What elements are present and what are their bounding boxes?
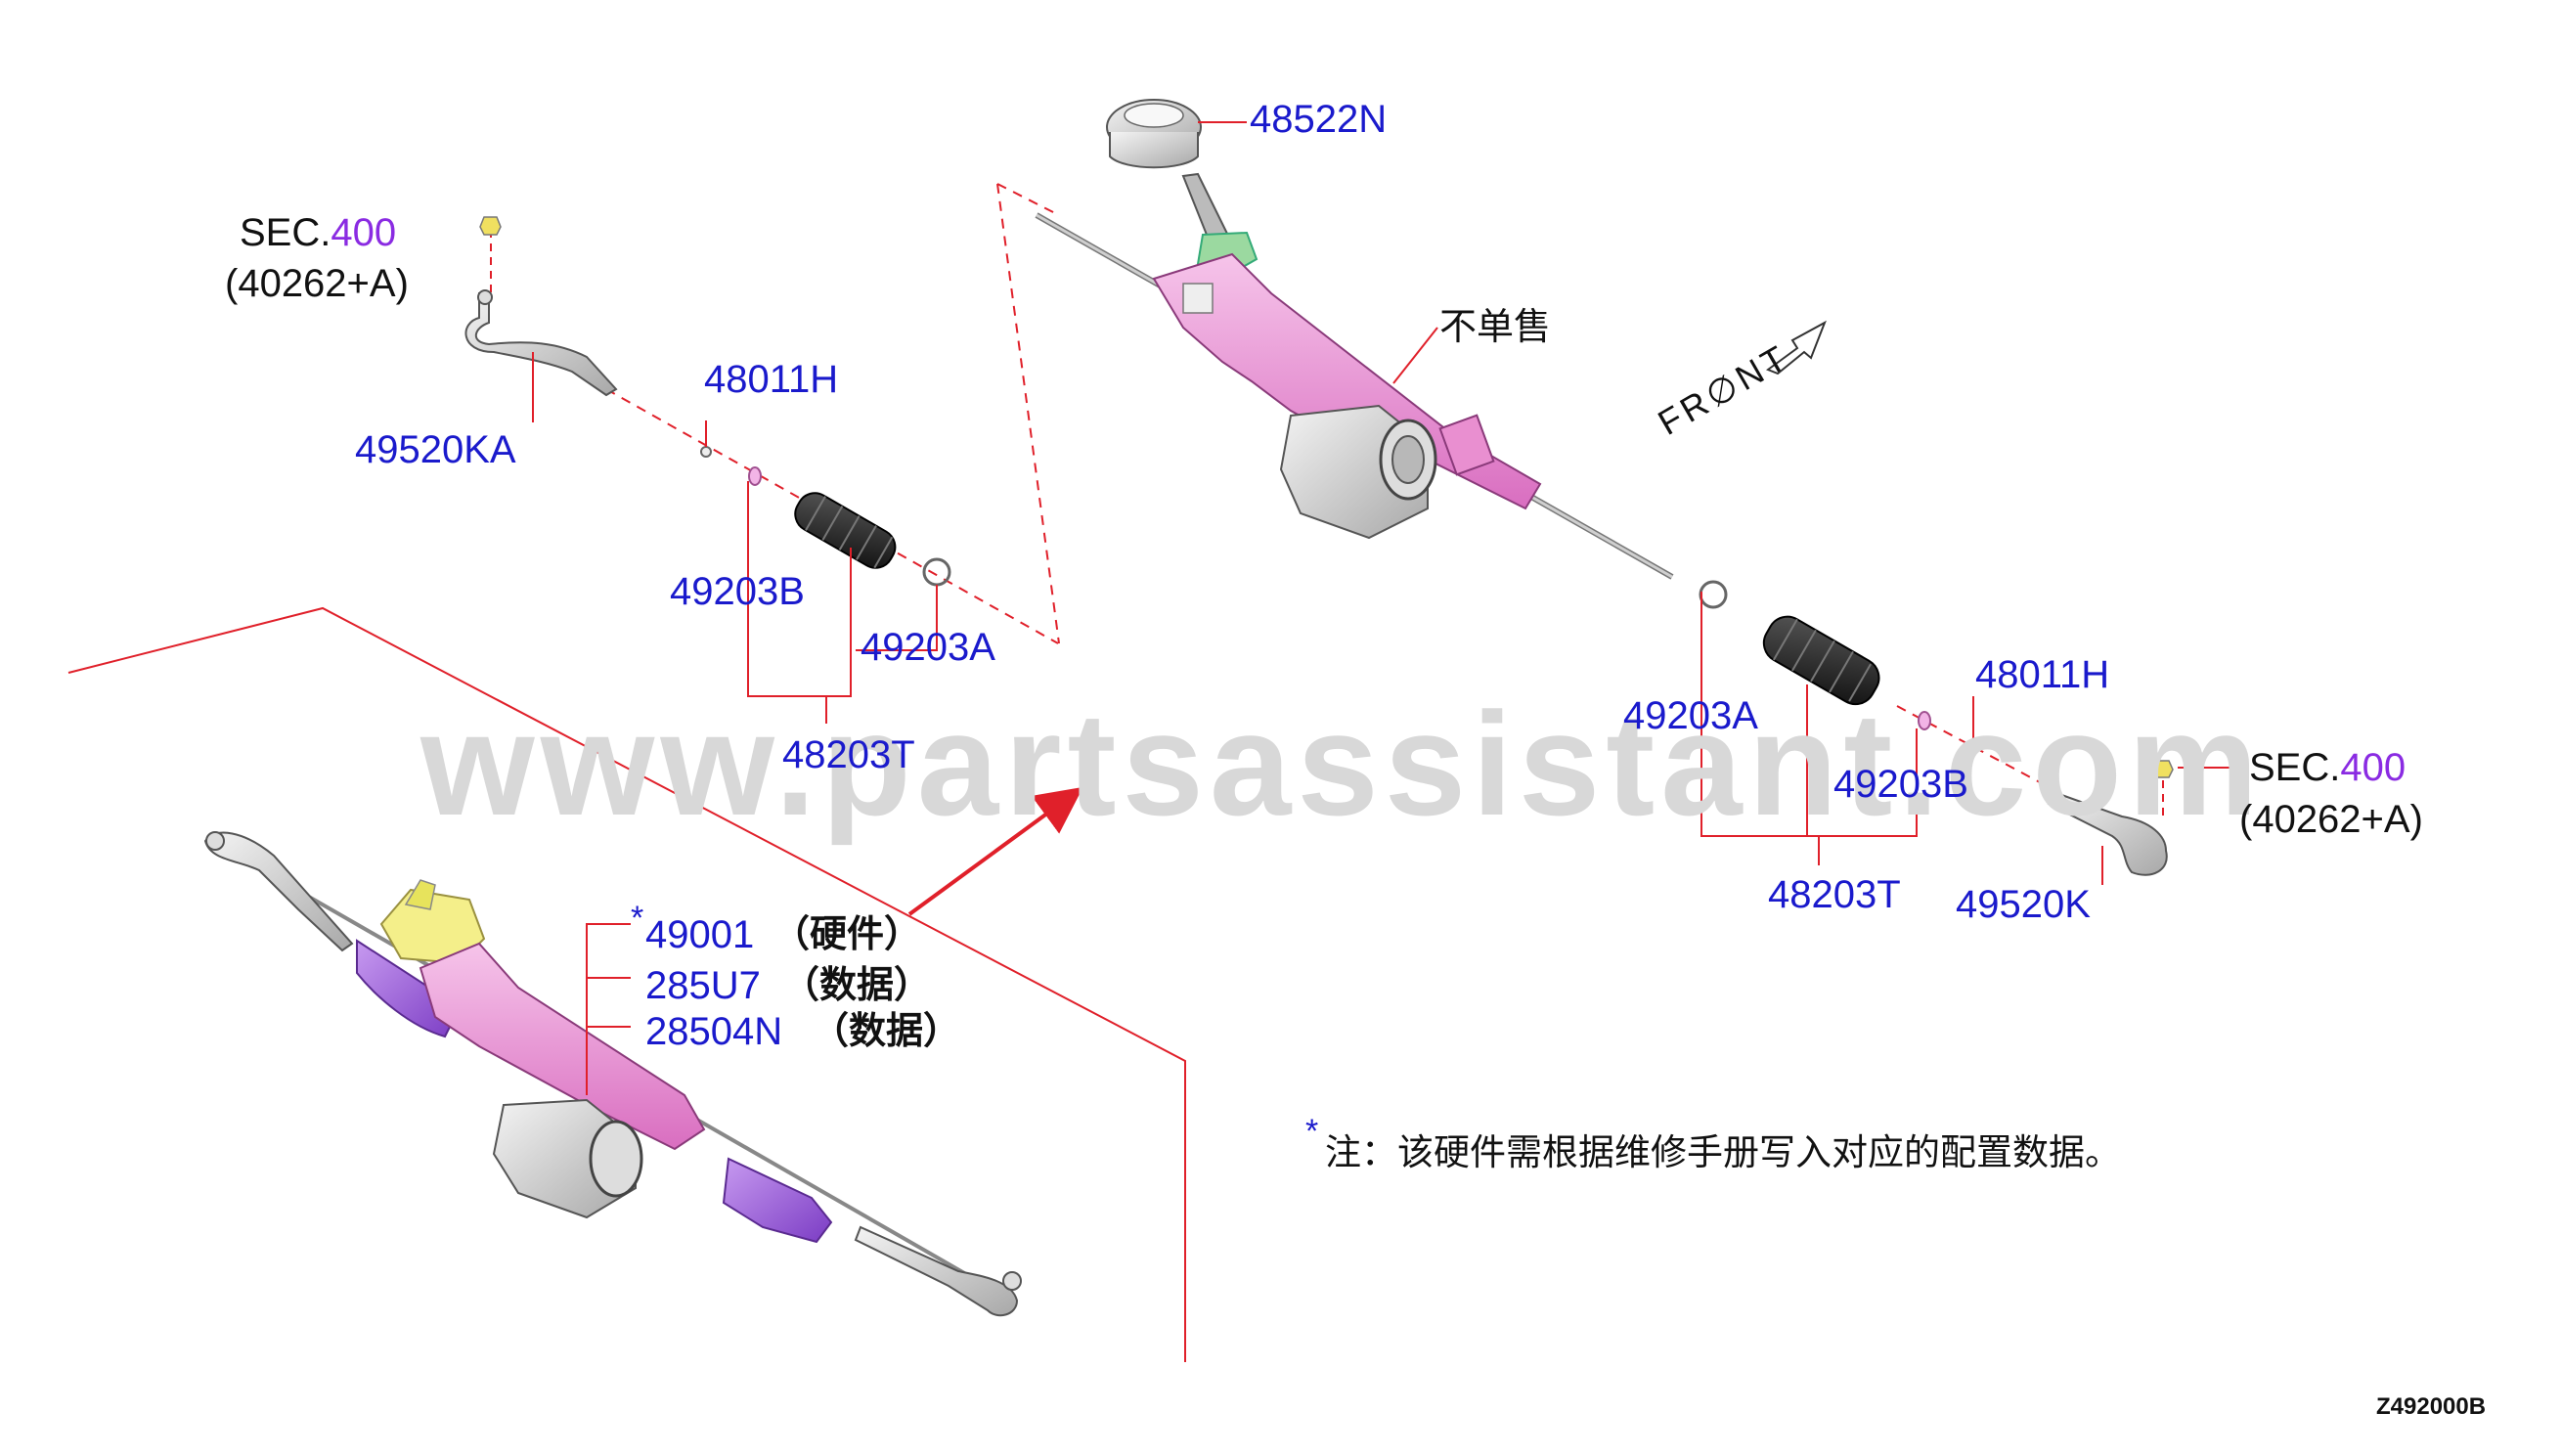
part-clamp-large-right[interactable]: 49203A [1623,694,1758,737]
sec-label-left[interactable]: SEC.400 [240,213,396,252]
footnote: 注：该硬件需根据维修手册写入对应的配置数据。 [1325,1131,2121,1173]
sec-prefix: SEC. [240,211,331,254]
sec-sub-label-left: (40262+A) [225,262,409,305]
not-sold-separately: 不单售 [1439,305,1552,348]
part-tie-rod-end-right[interactable]: 49520K [1956,883,2091,926]
gear-hardware-note: （硬件） [773,912,922,955]
red-arrow [907,786,1083,916]
sec-nut-right [2152,760,2174,778]
part-pinion-cover[interactable]: 48522N [1250,98,1388,141]
view-wedge [996,183,1060,644]
tie-rod-end-left [464,292,618,397]
clamp-small-right [1918,711,1931,730]
part-clamp-large-left[interactable]: 49203A [861,626,995,669]
inset-frame-lines [67,606,1186,1362]
part-data-28504n[interactable]: 28504N [645,1010,783,1053]
right-assembly [1035,99,2231,885]
sec-number: 400 [331,211,397,254]
data-note-2: （数据） [812,1009,961,1052]
clamp-large-right [1699,580,1728,609]
sec-label-right[interactable]: SEC.400 [2249,748,2406,787]
watermark: www.partsassistant.com [420,682,2265,846]
sec-prefix: SEC. [2249,746,2341,789]
tie-rod-end-right [2047,790,2168,876]
sec-sub-label-right: (40262+A) [2239,798,2423,841]
part-lock-nut-left[interactable]: 48011H [704,358,839,401]
motor [1279,404,1437,540]
data-note-1: （数据） [782,963,932,1006]
front-arrow [1765,320,1827,375]
lock-nut-left [700,446,712,458]
left-exploded-group [464,216,1059,724]
part-clamp-small-left[interactable]: 49203B [670,570,805,613]
boot-left [794,492,897,569]
gear-assembly-inset [203,831,1022,1317]
part-tie-rod-end-left[interactable]: 49520KA [355,428,516,471]
part-clamp-small-right[interactable]: 49203B [1833,763,1968,806]
part-data-285u7[interactable]: 285U7 [645,964,761,1007]
part-boot-kit-left[interactable]: 48203T [782,733,915,776]
boot-right [1762,615,1880,706]
diagram-code: Z492000B [2376,1393,2487,1420]
clamp-small-left [748,466,762,486]
asterisk-note: * [1305,1113,1319,1150]
asterisk-gear: * [631,900,644,937]
part-boot-kit-right[interactable]: 48203T [1768,873,1901,916]
clamp-large-left [922,557,951,587]
sec-number: 400 [2340,746,2406,789]
sec-nut-left [479,216,502,236]
part-lock-nut-right[interactable]: 48011H [1975,653,2110,696]
pinion-cover [1106,99,1202,169]
part-gear-assembly[interactable]: 49001 [645,913,755,956]
